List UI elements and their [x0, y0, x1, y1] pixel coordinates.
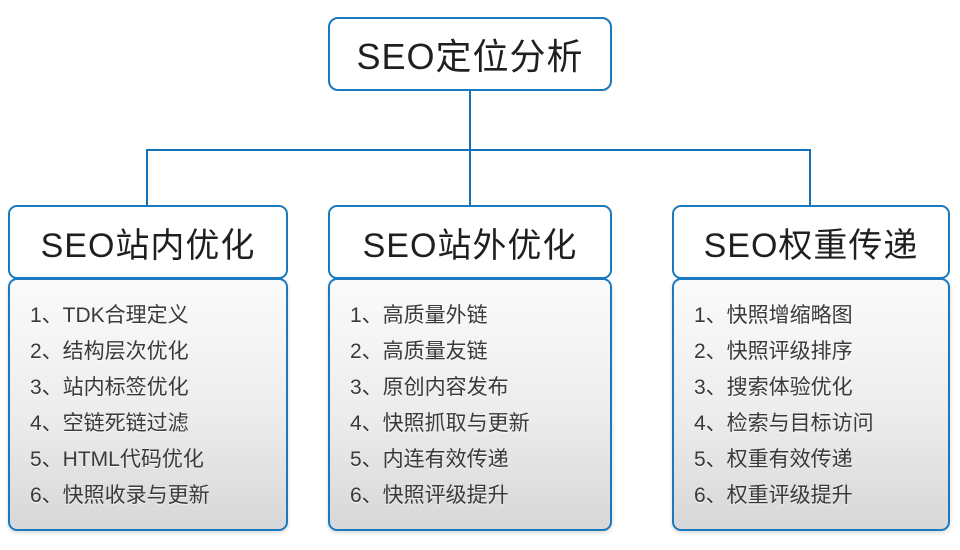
- branch-weight-transfer: SEO权重传递 1、快照增缩略图 2、快照评级排序 3、搜索体验优化 4、检索与…: [672, 205, 950, 531]
- list-item: 3、站内标签优化: [30, 376, 189, 399]
- connector-left-vertical: [146, 149, 148, 206]
- list-item: 5、权重有效传递: [694, 448, 853, 471]
- list-item: 4、空链死链过滤: [30, 412, 189, 435]
- list-item: 6、快照收录与更新: [30, 484, 210, 507]
- branch-onsite-optimization: SEO站内优化 1、TDK合理定义 2、结构层次优化 3、站内标签优化 4、空链…: [8, 205, 288, 531]
- branch-item-list: 1、TDK合理定义 2、结构层次优化 3、站内标签优化 4、空链死链过滤 5、H…: [8, 278, 288, 531]
- branch-header: SEO站外优化: [328, 205, 612, 279]
- list-item: 6、权重评级提升: [694, 484, 853, 507]
- branch-header-label: SEO站外优化: [362, 226, 578, 265]
- list-item: 2、快照评级排序: [694, 340, 853, 363]
- root-node: SEO定位分析: [328, 17, 612, 91]
- list-item: 5、HTML代码优化: [30, 448, 204, 471]
- branch-header-label: SEO站内优化: [40, 226, 256, 265]
- list-item: 5、内连有效传递: [350, 448, 509, 471]
- branch-header-label: SEO权重传递: [703, 226, 919, 265]
- branch-item-list: 1、快照增缩略图 2、快照评级排序 3、搜索体验优化 4、检索与目标访问 5、权…: [672, 278, 950, 531]
- list-item: 4、检索与目标访问: [694, 412, 874, 435]
- list-item: 4、快照抓取与更新: [350, 412, 530, 435]
- branch-header: SEO权重传递: [672, 205, 950, 279]
- connector-right-vertical: [809, 149, 811, 206]
- connector-root-vertical: [469, 91, 471, 206]
- list-item: 3、搜索体验优化: [694, 376, 853, 399]
- list-item: 1、TDK合理定义: [30, 304, 189, 327]
- root-node-label: SEO定位分析: [356, 36, 584, 77]
- branch-offsite-optimization: SEO站外优化 1、高质量外链 2、高质量友链 3、原创内容发布 4、快照抓取与…: [328, 205, 612, 531]
- list-item: 1、高质量外链: [350, 304, 488, 327]
- list-item: 6、快照评级提升: [350, 484, 509, 507]
- list-item: 2、高质量友链: [350, 340, 488, 363]
- branch-item-list: 1、高质量外链 2、高质量友链 3、原创内容发布 4、快照抓取与更新 5、内连有…: [328, 278, 612, 531]
- list-item: 3、原创内容发布: [350, 376, 509, 399]
- list-item: 1、快照增缩略图: [694, 304, 853, 327]
- list-item: 2、结构层次优化: [30, 340, 189, 363]
- connector-horizontal: [146, 149, 811, 151]
- branch-header: SEO站内优化: [8, 205, 288, 279]
